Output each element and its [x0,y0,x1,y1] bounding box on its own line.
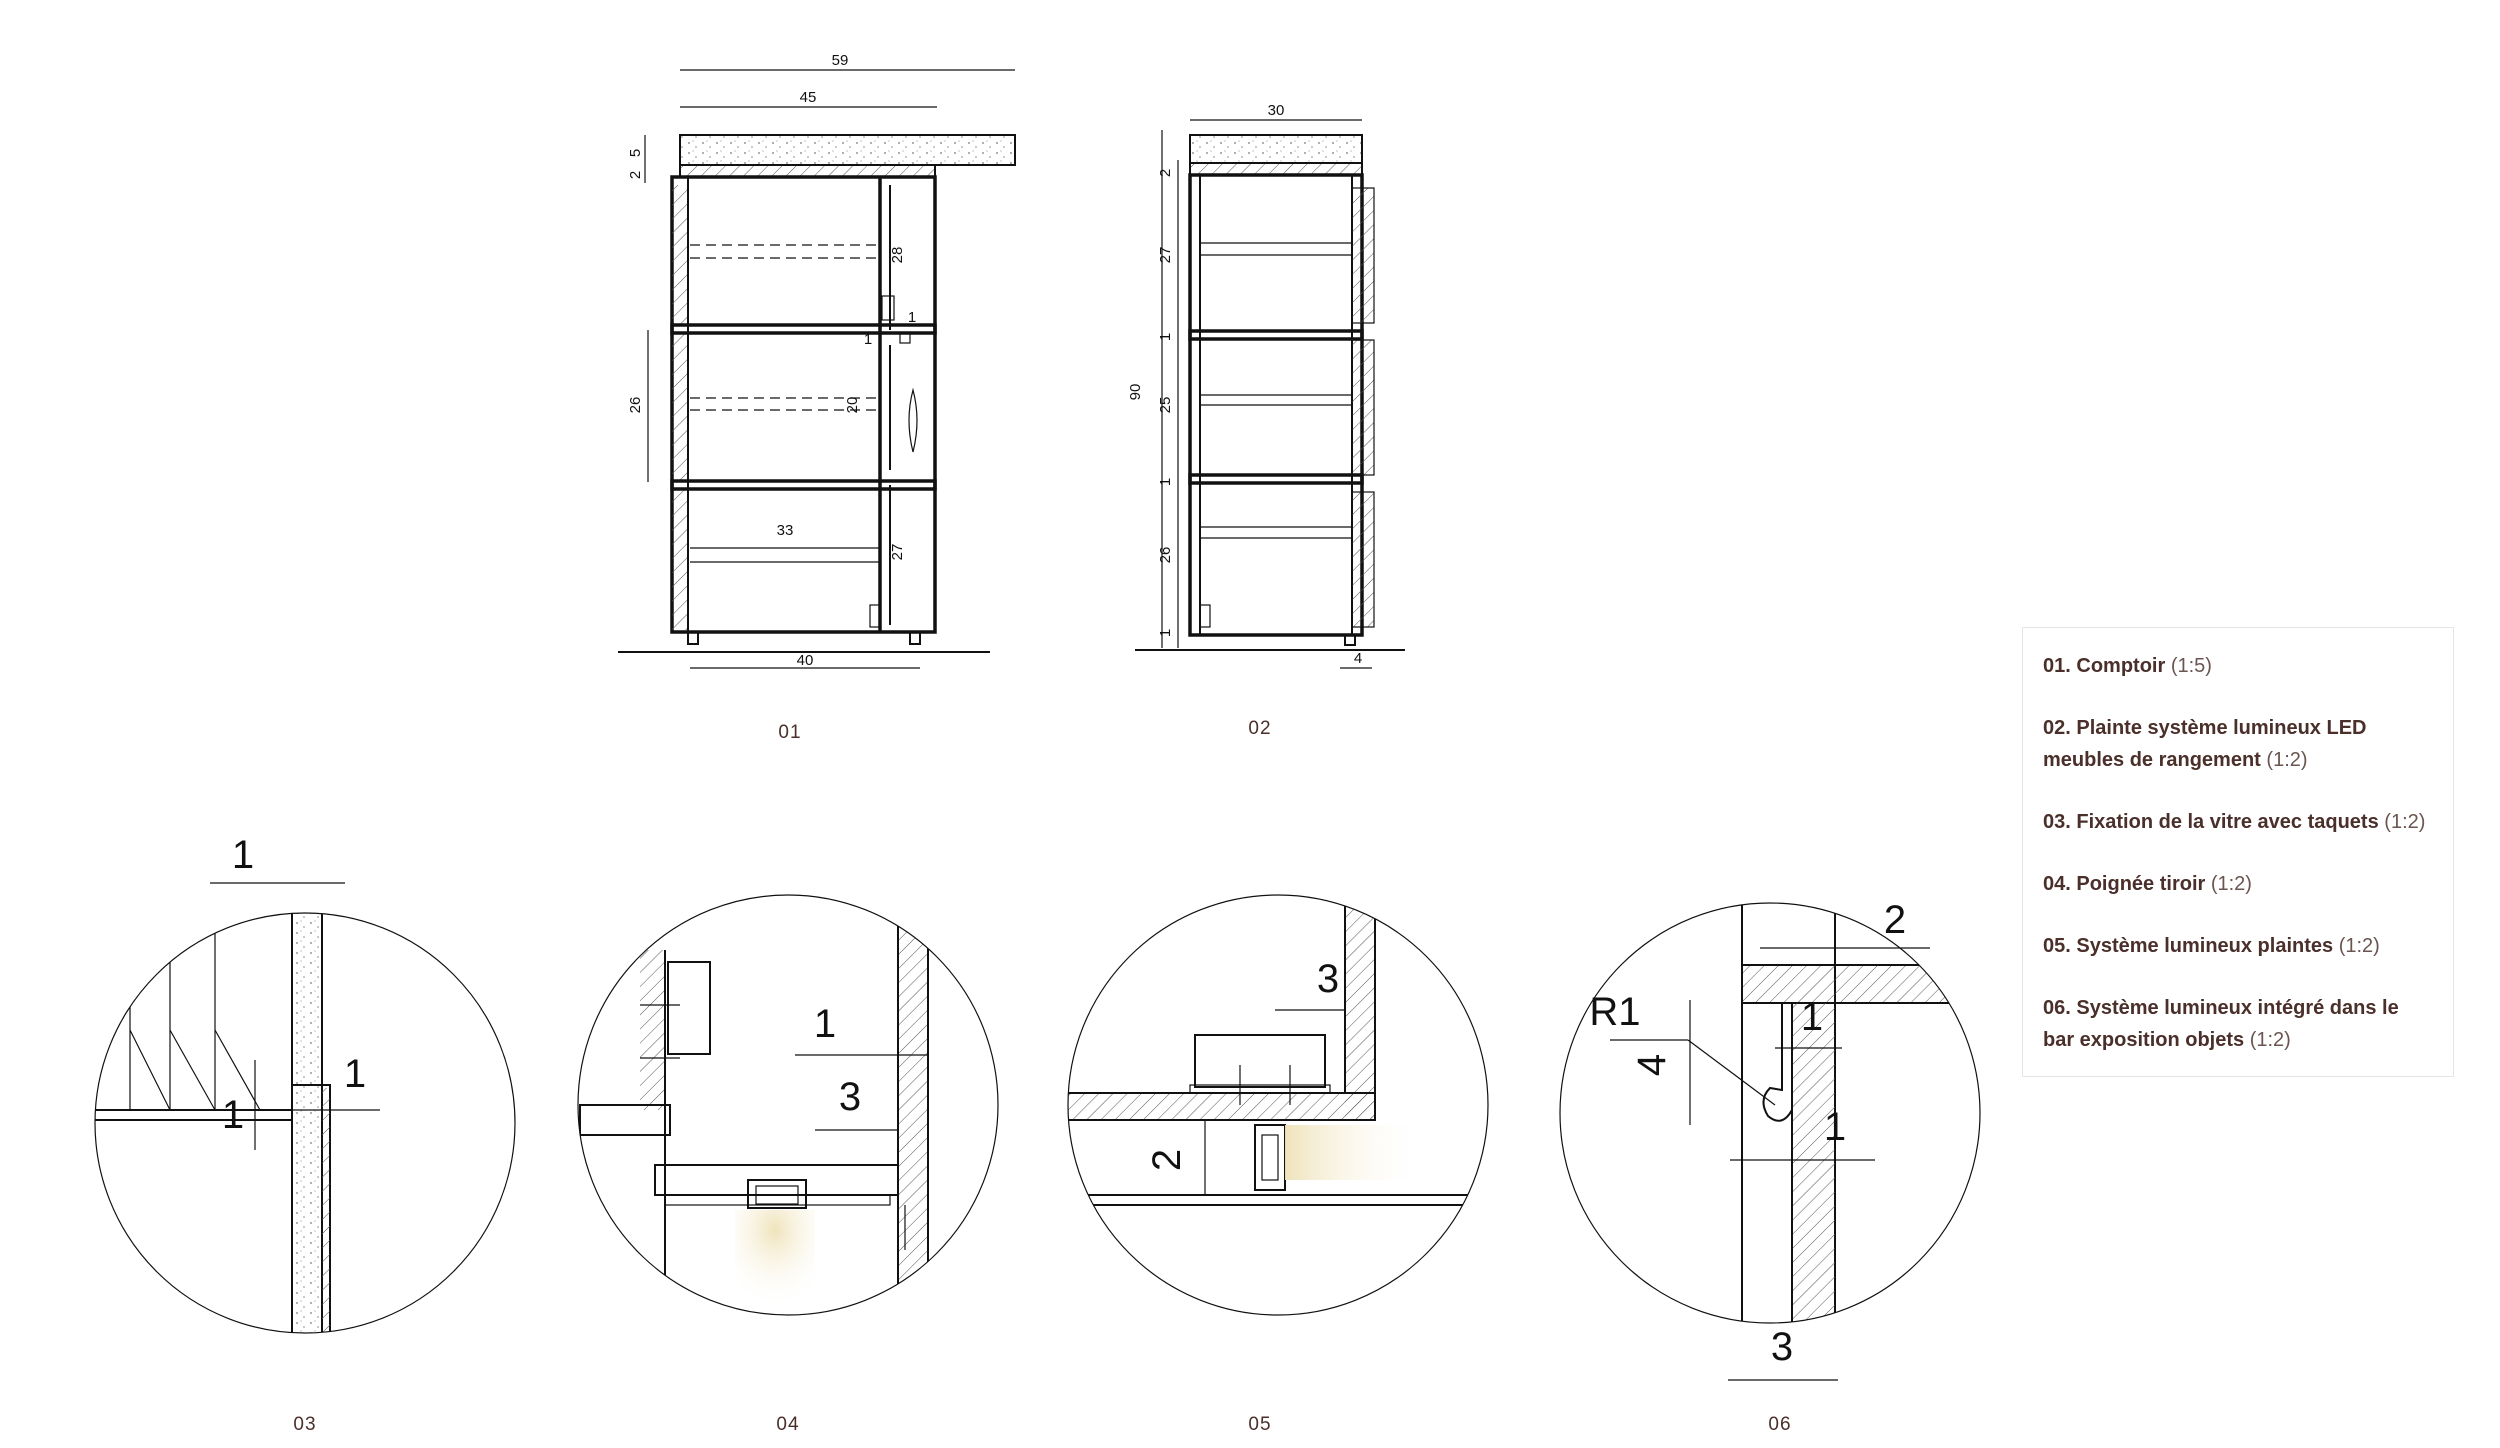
dim-3: 3 [1771,1325,1793,1369]
dim-1-b: 1 [1157,478,1174,486]
dim-1-bottom: 1 [1824,1105,1846,1149]
dim-2: 2 [627,171,644,179]
caption-01: 01 [778,722,801,743]
dim-3: 3 [839,1075,861,1119]
dim-1-top: 1 [1801,995,1823,1039]
dim-left-1: 1 [222,1093,244,1137]
dim-3: 3 [1317,957,1339,1001]
dim-right-1: 1 [344,1052,366,1096]
caption-02: 02 [1248,718,1271,739]
detail-03-glass-fixing: 1 1 1 03 [94,833,516,1435]
caption-03: 03 [293,1414,316,1435]
dim-4: 4 [1354,650,1362,667]
dim-26: 26 [1157,547,1174,564]
caption-06: 06 [1768,1414,1791,1435]
caption-05: 05 [1248,1414,1271,1435]
dim-27: 27 [1157,247,1174,264]
dim-33: 33 [777,522,794,539]
dim-20: 20 [844,397,861,414]
detail-04-drawer-handle: 1 3 04 [577,894,999,1435]
legend-item-02: 02. Plainte système lumineux LED meubles… [2043,717,2367,771]
dim-25: 25 [1157,397,1174,414]
dim-45: 45 [800,89,817,106]
legend-item-03: 03. Fixation de la vitre avec taquets (1… [2043,811,2426,833]
dim-2: 2 [1145,1149,1189,1171]
dim-1-c: 1 [1157,629,1174,637]
legend-item-04: 04. Poignée tiroir (1:2) [2043,873,2252,895]
legend-item-01: 01. Comptoir (1:5) [2043,655,2212,677]
dim-4: 4 [1630,1054,1674,1076]
dim-1-b: 1 [864,331,872,348]
legend-panel: 01. Comptoir (1:5) 02. Plainte système l… [2022,627,2454,1077]
section-02-led-plinth: 30 2 27 1 90 25 1 26 1 4 [1127,102,1405,739]
dim-1-a: 1 [908,309,916,326]
detail-05-plinth-lighting: 3 2 05 [1067,894,1489,1435]
caption-04: 04 [776,1414,799,1435]
dim-30: 30 [1268,102,1285,119]
dim-2: 2 [1884,898,1906,942]
dim-1-a: 1 [1157,333,1174,341]
dim-top-1: 1 [232,833,254,877]
dim-26: 26 [627,397,644,414]
dim-5: 5 [627,149,644,157]
section-01-counter: 59 45 [618,52,1016,743]
dim-2: 2 [1157,169,1174,177]
dim-28: 28 [889,247,906,264]
legend-item-05: 05. Système lumineux plaintes (1:2) [2043,935,2380,957]
dim-59: 59 [832,52,849,69]
dim-1: 1 [814,1002,836,1046]
dim-27: 27 [889,544,906,561]
dim-90: 90 [1127,384,1144,401]
dim-r1: R1 [1589,990,1640,1034]
detail-06-bar-lighting: 2 R1 1 4 1 3 06 [1559,898,1981,1435]
legend-item-06: 06. Système lumineux intégré dans le bar… [2043,997,2399,1051]
dim-40: 40 [797,652,814,669]
